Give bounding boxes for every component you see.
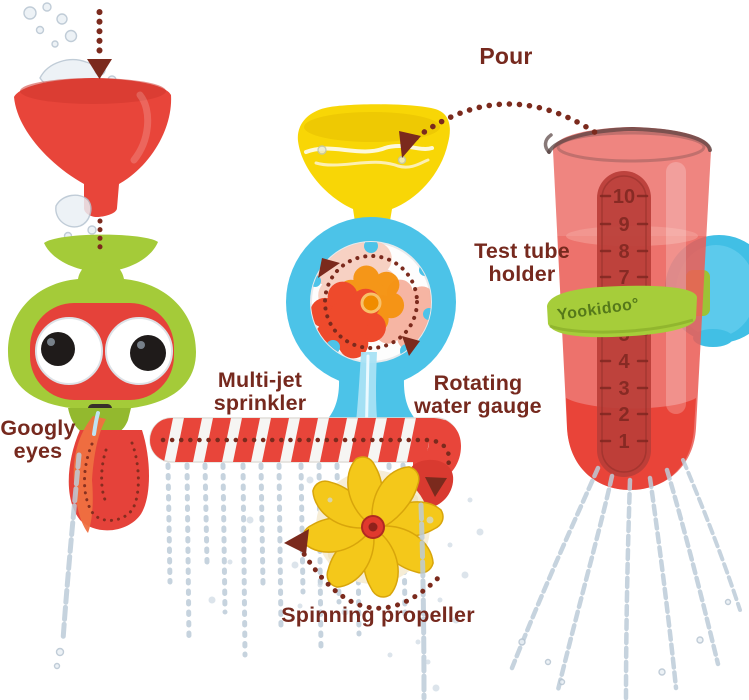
tube-bottom-sprays bbox=[509, 458, 742, 700]
propeller-rotation-indicator bbox=[284, 529, 446, 611]
tube-scale-numbers: 1098754321 bbox=[599, 186, 649, 453]
tube-scale-number: 1 bbox=[618, 431, 629, 453]
sprinkler-pipe bbox=[149, 417, 461, 509]
callout-pour-text: Pour bbox=[479, 43, 533, 69]
propeller bbox=[302, 456, 444, 700]
annotations bbox=[83, 9, 599, 611]
pipe-stripes bbox=[150, 418, 458, 462]
tube-scale-number: 3 bbox=[618, 378, 629, 400]
propeller-water-stream bbox=[418, 502, 427, 700]
tube-scale-number: 8 bbox=[618, 241, 629, 263]
callout-googly-eyes: Googly eyes bbox=[0, 416, 76, 463]
water-splash-in-funnel bbox=[304, 144, 434, 169]
googly-eye-left bbox=[35, 317, 103, 385]
red-funnel-highlight bbox=[130, 91, 152, 164]
water-splash-top bbox=[23, 2, 78, 48]
tube-scale-number: 10 bbox=[613, 186, 635, 208]
water-gauge-toy bbox=[286, 104, 456, 449]
tongue-water-stream bbox=[60, 452, 82, 643]
callout-pour: Pour bbox=[456, 44, 556, 68]
callout-test-tube-holder: Test tube holder bbox=[474, 239, 570, 286]
tube-spout bbox=[543, 133, 553, 154]
tube-scale-number: 7 bbox=[618, 267, 629, 289]
tube-rim bbox=[547, 126, 712, 154]
test-tube-toy: 1098754321 Yookidoo° bbox=[509, 126, 749, 700]
tube-scale-number: 4 bbox=[618, 351, 630, 373]
mouth-drip bbox=[92, 411, 100, 436]
pipe-flow-indicator bbox=[160, 437, 452, 497]
pour-arc-arrow bbox=[399, 101, 599, 158]
googly-eye-right bbox=[105, 317, 173, 385]
green-funnel bbox=[44, 234, 158, 272]
tongue-dotted-texture bbox=[83, 441, 140, 522]
callout-rotating-water-gauge: Rotating water gauge bbox=[414, 371, 542, 418]
tube-rim-inner bbox=[556, 131, 706, 163]
holder-ring bbox=[547, 285, 697, 338]
tongue-orange bbox=[73, 416, 106, 533]
callout-multi-jet-sprinkler: Multi-jet sprinkler bbox=[213, 368, 307, 415]
water-mist bbox=[208, 476, 484, 692]
water-splash-under-stem bbox=[55, 194, 97, 241]
callout-spinning-propeller: Spinning propeller bbox=[281, 603, 475, 627]
arrow-into-red-funnel bbox=[87, 9, 112, 79]
tube-scale-number: 2 bbox=[618, 404, 629, 426]
tube-scale-number: 9 bbox=[618, 214, 629, 236]
gauge-rotation-indicator bbox=[318, 254, 420, 356]
googly-toy bbox=[8, 2, 196, 438]
red-funnel bbox=[14, 78, 172, 217]
red-funnel-opening bbox=[20, 78, 166, 104]
